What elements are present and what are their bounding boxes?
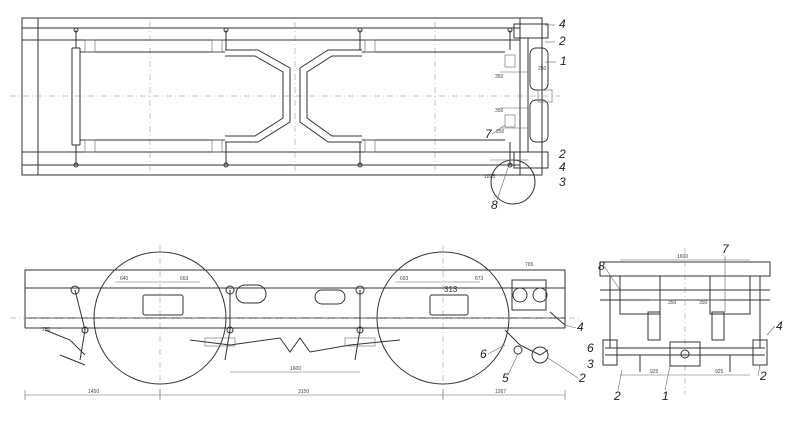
end-view: 1600 350 350 925 925 8 7 4 6 3 2 1 2 [587, 242, 783, 403]
svg-text:350: 350 [495, 108, 504, 114]
dim-3150: 3150 [298, 389, 309, 395]
handwritten-note: 313 [444, 285, 458, 294]
plan-callout-3: 3 [559, 175, 566, 189]
plan-callout-2b: 2 [558, 147, 566, 161]
dim-925-b: 925 [715, 369, 724, 375]
end-callout-8: 8 [598, 259, 605, 273]
svg-text:1025: 1025 [484, 174, 495, 180]
side-callout-6: 6 [480, 347, 487, 361]
dim-250: 250 [42, 327, 51, 333]
side-view: 1450 3150 1267 1600 250 765 640 663 693 … [10, 245, 586, 400]
dim-765: 765 [525, 262, 534, 268]
plan-callout-4a: 4 [559, 17, 566, 31]
end-callout-2b: 2 [759, 369, 767, 383]
svg-text:250: 250 [538, 66, 547, 72]
plan-view: 350 350 250 250 1025 4 2 1 7 2 4 3 8 [10, 17, 567, 212]
plan-end-mechanism [490, 23, 553, 205]
side-end-mechanism [504, 279, 566, 364]
dim-350-b: 350 [699, 300, 708, 306]
dim-663: 663 [180, 276, 189, 282]
side-callout-4: 4 [577, 320, 584, 334]
side-callout-2: 2 [578, 371, 586, 385]
end-callout-6: 6 [587, 341, 594, 355]
plan-callout-2a: 2 [558, 34, 566, 48]
plan-callout-7: 7 [485, 127, 493, 141]
left-brake-rigging [225, 49, 291, 143]
dim-1600: 1600 [290, 366, 301, 372]
side-brake-hangers [70, 285, 365, 361]
end-callout-4: 4 [776, 319, 783, 333]
plan-frame [21, 17, 543, 176]
svg-text:350: 350 [495, 74, 504, 80]
svg-text:250: 250 [496, 129, 505, 135]
right-brake-rigging [299, 49, 362, 143]
dim-640: 640 [120, 276, 129, 282]
plan-callout-4b: 4 [559, 160, 566, 174]
dim-1450: 1450 [88, 389, 99, 395]
end-callout-3: 3 [587, 357, 594, 371]
end-callout-1: 1 [662, 389, 669, 403]
side-callout-5: 5 [502, 371, 509, 385]
dim-693: 693 [400, 276, 409, 282]
plan-callout-8: 8 [491, 198, 498, 212]
dim-1600-end: 1600 [677, 254, 688, 260]
plan-callout-1: 1 [560, 54, 567, 68]
plan-brake-pins [73, 27, 513, 168]
end-callout-2a: 2 [613, 389, 621, 403]
dim-673: 673 [475, 276, 484, 282]
end-callout-7: 7 [722, 242, 730, 256]
dim-350-a: 350 [668, 300, 677, 306]
side-frame [24, 269, 566, 289]
dim-1267: 1267 [495, 389, 506, 395]
left-equalizer-loop [71, 47, 81, 146]
dim-925-a: 925 [650, 369, 659, 375]
